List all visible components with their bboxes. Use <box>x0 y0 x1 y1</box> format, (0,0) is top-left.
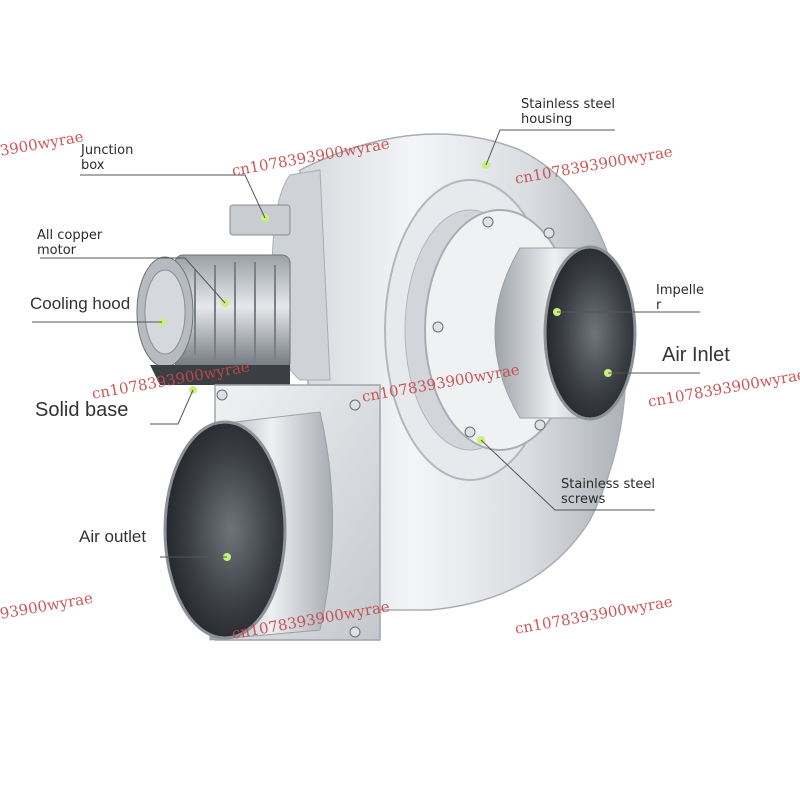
label-air-inlet: Air Inlet <box>662 344 730 366</box>
label-air-outlet: Air outlet <box>79 527 147 546</box>
solid-base <box>150 365 290 385</box>
leader-lines <box>32 129 700 558</box>
label-solid-base: Solid base <box>35 399 129 421</box>
flange-screw <box>543 227 555 239</box>
all-copper-motor <box>136 204 291 394</box>
air-outlet-assembly <box>163 384 381 641</box>
plate-screw <box>349 399 361 411</box>
junction-box <box>229 204 291 236</box>
flange-screw <box>464 426 476 438</box>
plate-screw <box>349 626 361 638</box>
flange-screw <box>432 321 444 333</box>
plate-screw <box>216 389 228 401</box>
air-inlet-pipe <box>424 209 637 451</box>
flange-screw <box>482 216 494 228</box>
flange-screw <box>534 419 546 431</box>
label-cooling-hood: Cooling hood <box>30 294 131 313</box>
